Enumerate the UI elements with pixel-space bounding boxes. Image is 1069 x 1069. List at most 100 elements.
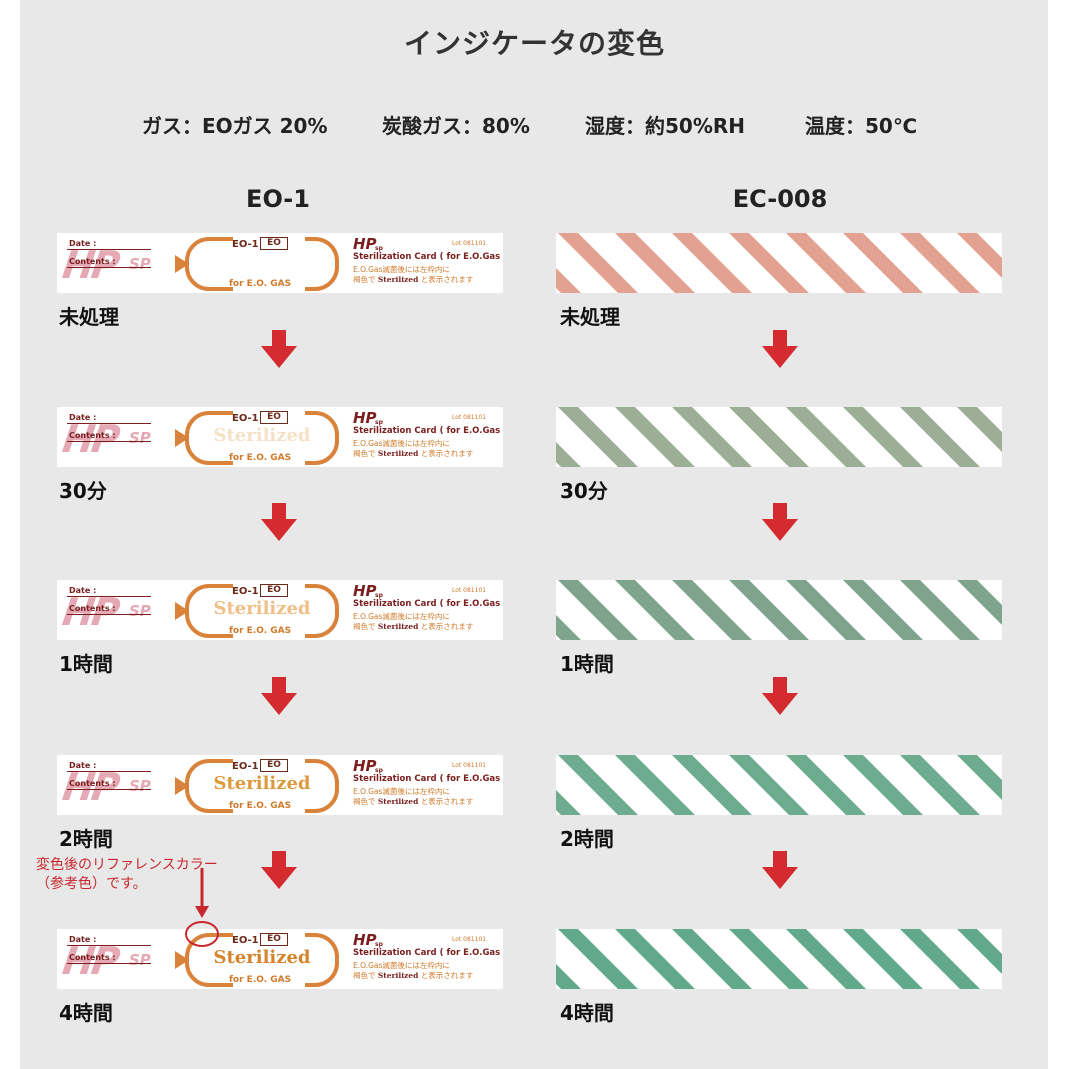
hp-mark: HP	[353, 931, 377, 949]
card-lot: Lot 081101	[452, 414, 487, 421]
card-instruction-word: Sterilized	[377, 971, 419, 980]
stripe	[556, 964, 581, 989]
card-date-label: Date :	[69, 413, 97, 422]
hp-logo-sp: SP	[129, 777, 151, 795]
card-instruction-line1: E.O.Gas滅菌後には左枠内に	[353, 612, 450, 621]
stripe	[556, 268, 581, 293]
card-instruction-line1: E.O.Gas滅菌後には左枠内に	[353, 265, 450, 274]
sterilized-indicator-text: Sterilized	[213, 598, 311, 619]
stripe	[786, 929, 866, 989]
indicator-frame	[175, 411, 339, 465]
stripe	[672, 755, 752, 815]
down-arrow-icon	[260, 677, 298, 715]
hp-logo-sp: SP	[129, 602, 151, 620]
card-code-box: EO	[260, 411, 288, 424]
card-instruction-line2: 褐色で Sterilized と表示されます	[353, 970, 473, 981]
card-instruction-word: Sterilized	[377, 622, 419, 631]
card-code-box: EO	[260, 933, 288, 946]
stripe	[843, 233, 923, 293]
hp-mark-sp: sp	[375, 767, 383, 774]
reference-circle	[185, 921, 219, 947]
card-instruction-line1: E.O.Gas滅菌後には左枠内に	[353, 439, 450, 448]
stripe	[729, 755, 809, 815]
ec008-indicator-strip	[556, 755, 1002, 815]
triangle-right-icon	[175, 777, 189, 795]
ec008-indicator-strip	[556, 929, 1002, 989]
stripe	[957, 580, 1002, 625]
card-instruction-word: Sterilized	[377, 449, 419, 458]
card-contents-line	[67, 789, 151, 790]
stripe	[729, 580, 809, 640]
stripe	[900, 755, 980, 815]
card-date-label: Date :	[69, 239, 97, 248]
card-instruction-pre: 褐色で	[353, 622, 376, 631]
hp-mark-sp: sp	[375, 941, 383, 948]
card-instruction-line2: 褐色で Sterilized と表示されます	[353, 796, 473, 807]
card-date-line	[67, 945, 151, 946]
stripe	[729, 929, 809, 989]
card-instruction-word: Sterilized	[377, 797, 419, 806]
stripe	[672, 233, 752, 293]
card-for-gas: for E.O. GAS	[229, 279, 292, 289]
card-instruction-post: と表示されます	[420, 797, 474, 806]
stripe	[843, 755, 923, 815]
down-arrow-icon	[761, 503, 799, 541]
content-panel	[20, 0, 1048, 1069]
eo1-stage-label: 1時間	[59, 652, 113, 676]
reference-color-note-line1: 変色後のリファレンスカラー	[36, 857, 218, 873]
condition-humidity: 湿度：約50%RH	[585, 114, 746, 138]
card-contents-line	[67, 267, 151, 268]
card-code-box: EO	[260, 584, 288, 597]
hp-mark-sp: sp	[375, 592, 383, 599]
hp-mark-sp: sp	[375, 245, 383, 252]
ec008-stripe-pattern	[556, 929, 1002, 989]
page-title: インジケータの変色	[403, 27, 665, 60]
card-instruction-line2: 褐色で Sterilized と表示されます	[353, 448, 473, 459]
stripe	[900, 407, 980, 467]
hp-mark: HP	[353, 235, 377, 253]
stripe	[558, 580, 638, 640]
triangle-right-icon	[175, 951, 189, 969]
card-instruction-line2: 褐色で Sterilized と表示されます	[353, 274, 473, 285]
stripe	[786, 580, 866, 640]
down-arrow-icon	[761, 677, 799, 715]
card-for-gas: for E.O. GAS	[229, 626, 292, 636]
card-title: Sterilization Card ( for E.O.Gas )	[353, 774, 503, 784]
card-lot: Lot 081101	[452, 240, 487, 247]
stripe	[729, 233, 809, 293]
triangle-right-icon	[175, 255, 189, 273]
hp-mark-sp: sp	[375, 419, 383, 426]
indicator-frame	[175, 759, 339, 813]
card-for-gas: for E.O. GAS	[229, 975, 292, 985]
reference-color-note: 変色後のリファレンスカラー （参考色）です。	[36, 856, 218, 894]
card-date-line	[67, 249, 151, 250]
indicator-frame	[175, 584, 339, 638]
down-arrow-icon	[260, 330, 298, 368]
triangle-right-icon	[175, 429, 189, 447]
card-code-box: EO	[260, 759, 288, 772]
card-contents-line	[67, 614, 151, 615]
ec008-stripe-pattern	[556, 580, 1002, 640]
card-contents-label: Contents :	[69, 431, 116, 440]
ec008-stage-label: 4時間	[560, 1001, 614, 1025]
stripe	[729, 407, 809, 467]
ec008-stage-label: 2時間	[560, 827, 614, 851]
stripe	[957, 407, 1002, 452]
card-title: Sterilization Card ( for E.O.Gas )	[353, 948, 503, 958]
eo1-stage-label: 2時間	[59, 827, 113, 851]
ec008-stripe-pattern	[556, 233, 1002, 293]
stripe	[615, 580, 695, 640]
stripe	[672, 580, 752, 640]
down-arrow-icon	[260, 503, 298, 541]
card-title: Sterilization Card ( for E.O.Gas )	[353, 426, 503, 436]
card-code: EO-1	[232, 761, 259, 772]
stripe	[615, 233, 695, 293]
stripe	[957, 233, 1002, 278]
sterilized-indicator-text: Sterilized	[213, 773, 311, 794]
card-code-box: EO	[260, 237, 288, 250]
hp-mark: HP	[353, 582, 377, 600]
card-code: EO-1	[232, 935, 259, 946]
card-instruction-post: と表示されます	[420, 449, 474, 458]
card-date-line	[67, 596, 151, 597]
